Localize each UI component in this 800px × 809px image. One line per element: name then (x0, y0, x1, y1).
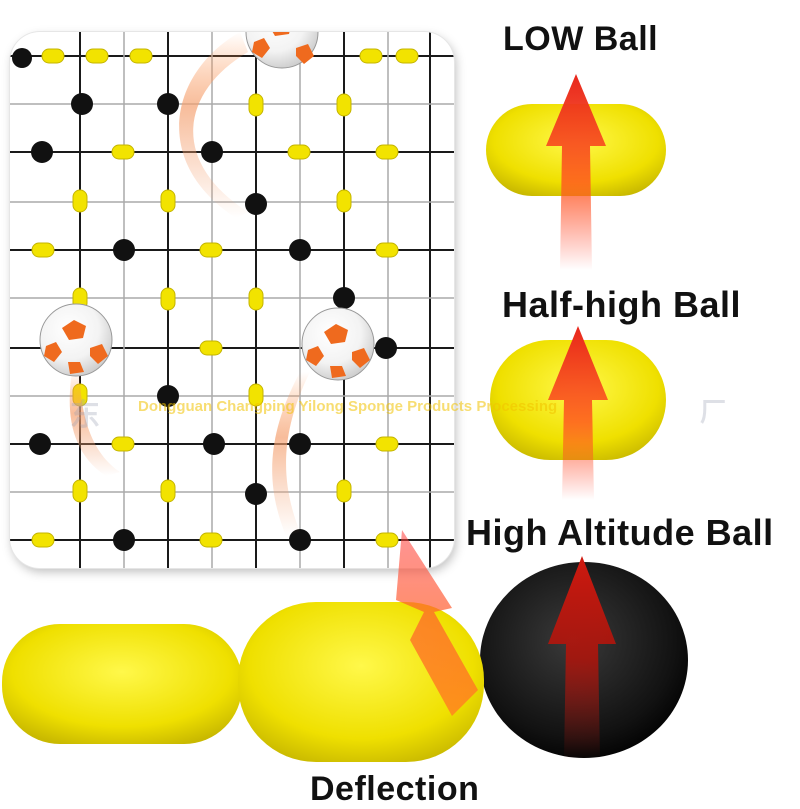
bottom-yellow-sponge-left (2, 624, 242, 744)
net-illustration-panel (10, 32, 454, 568)
soccer-ball-icon (245, 32, 319, 69)
up-arrow-icon (548, 326, 608, 500)
soccer-ball-icon (301, 307, 375, 381)
soccer-ball-icon (39, 303, 113, 377)
label-high-altitude-ball: High Altitude Ball (466, 512, 774, 553)
watermark-left-glyph: 东 (70, 399, 100, 432)
watermark-text: Dongguan Changping Yilong Sponge Product… (138, 398, 558, 415)
up-arrow-icon (546, 74, 606, 270)
label-deflection: Deflection (310, 770, 480, 808)
label-low-ball: LOW Ball (503, 20, 659, 58)
deflection-arrow-icon (396, 530, 478, 716)
black-balls (12, 48, 397, 551)
watermark-right-glyph: 厂 (700, 397, 727, 427)
yellow-sponges (31, 48, 419, 548)
label-half-high-ball: Half-high Ball (502, 284, 741, 325)
up-arrow-icon (548, 556, 616, 760)
watermark: 东 Dongguan Changping Yilong Sponge Produ… (70, 396, 750, 432)
net-grid-graphic (10, 32, 454, 568)
